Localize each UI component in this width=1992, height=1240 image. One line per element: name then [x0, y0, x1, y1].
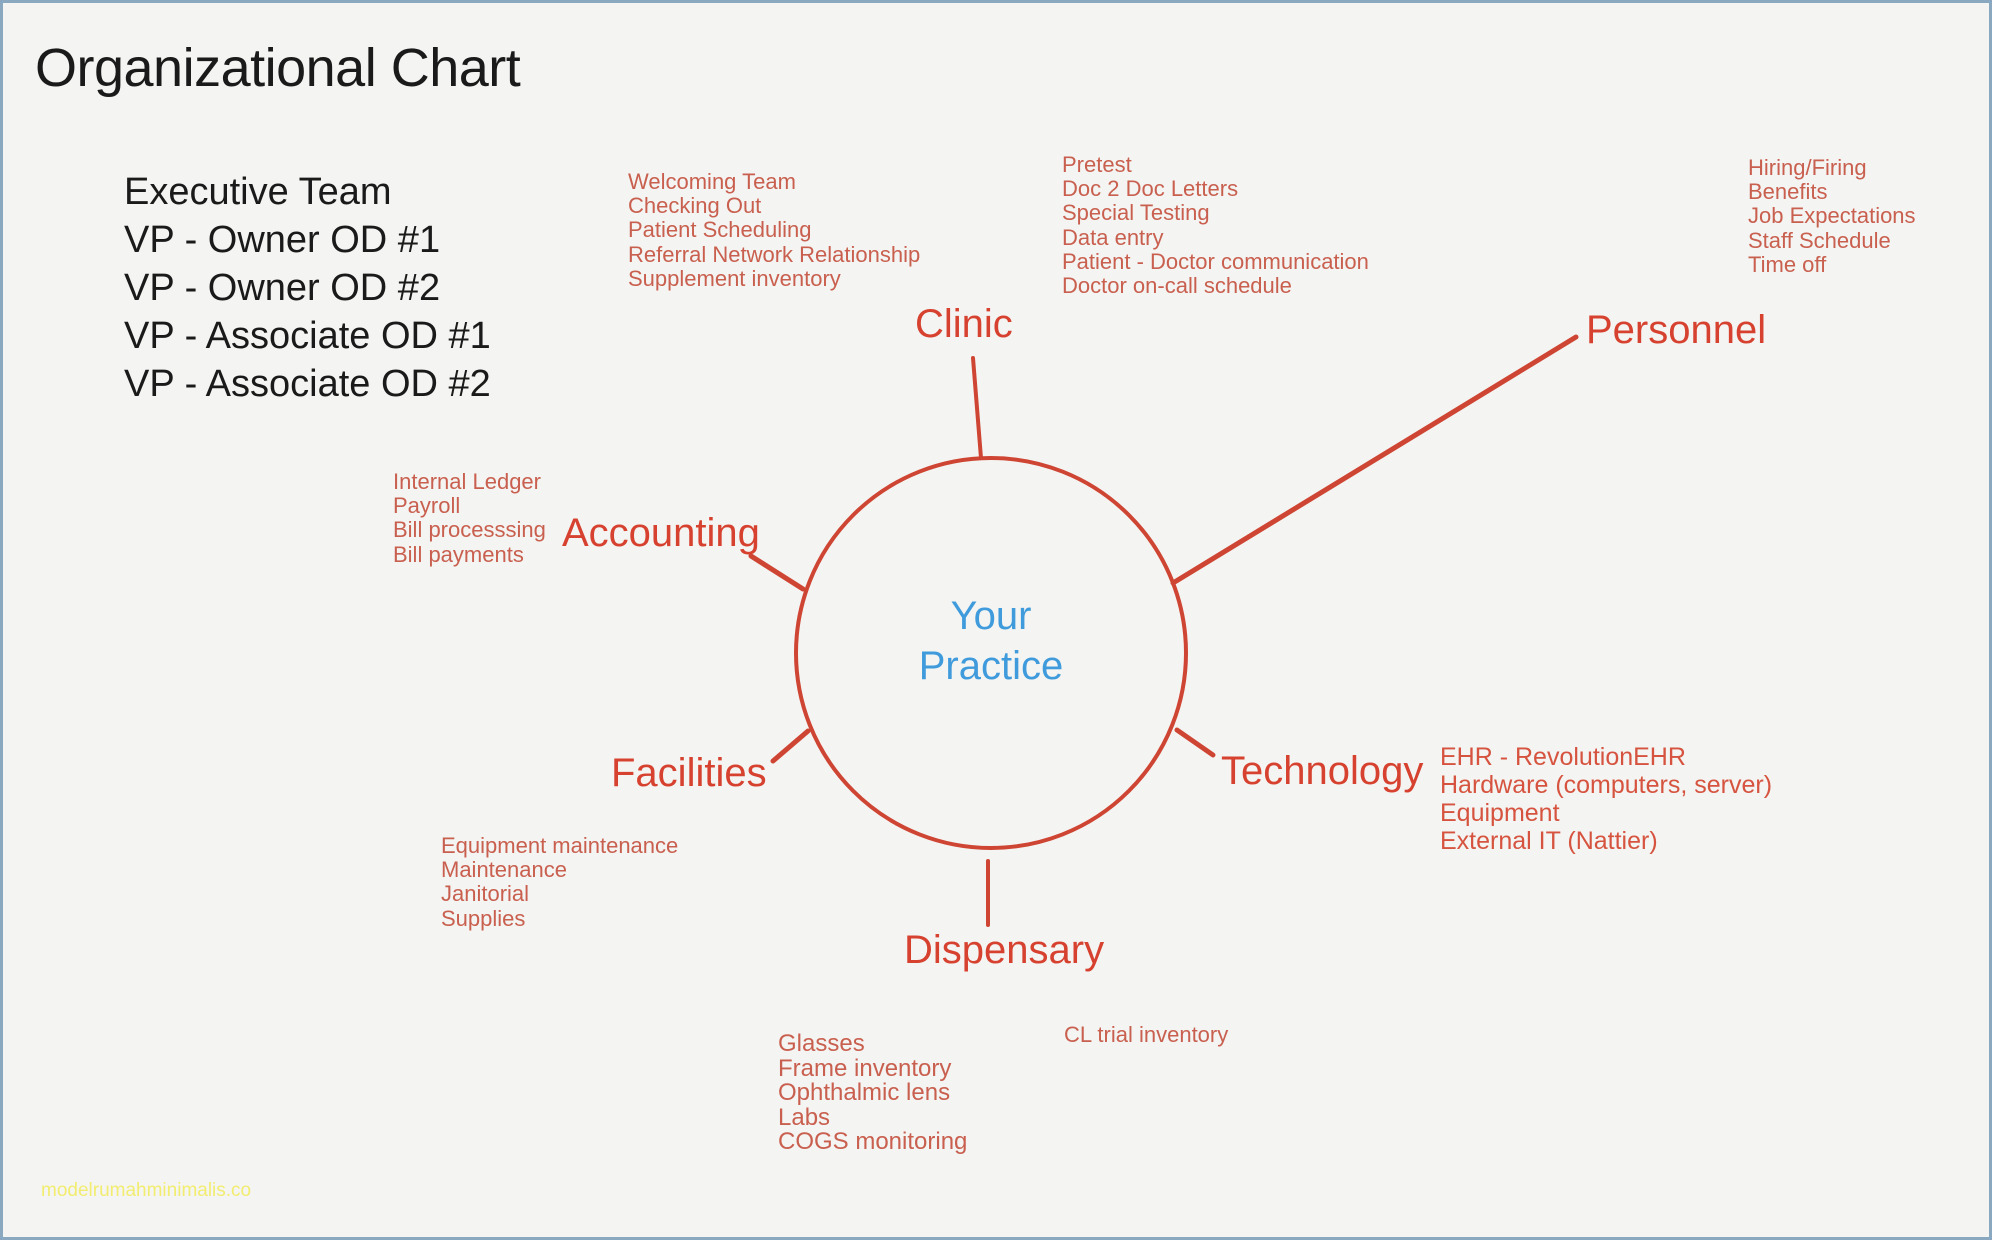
- detail-list-dispensary-secondary: CL trial inventory: [1064, 1022, 1229, 1047]
- detail-item: Supplement inventory: [628, 265, 841, 291]
- detail-item: Bill processsing: [393, 517, 546, 543]
- executive-team-member: VP - Owner OD #1: [124, 219, 441, 261]
- page-title: Organizational Chart: [35, 38, 521, 98]
- detail-list-facilities: Equipment maintenance Maintenance Janito…: [441, 833, 679, 931]
- detail-item: Referral Network Relationship: [628, 241, 921, 267]
- detail-item: Special Testing: [1062, 200, 1210, 226]
- branch-label-facilities[interactable]: Facilities: [611, 751, 767, 795]
- executive-team-member: VP - Owner OD #2: [124, 267, 441, 309]
- executive-team-block: Executive Team VP - Owner OD #1 VP - Own…: [124, 168, 491, 408]
- branch-label-personnel[interactable]: Personnel: [1586, 308, 1767, 352]
- executive-team-member: VP - Associate OD #1: [124, 315, 491, 357]
- detail-item: Data entry: [1062, 224, 1164, 250]
- detail-item: Checking Out: [628, 193, 762, 219]
- branch-label-technology[interactable]: Technology: [1221, 749, 1424, 793]
- branch-label-dispensary[interactable]: Dispensary: [904, 928, 1105, 972]
- detail-item: Patient Scheduling: [628, 217, 812, 243]
- detail-item: Payroll: [393, 493, 461, 519]
- detail-list-dispensary: Glasses Frame inventory Ophthalmic lens …: [778, 1030, 968, 1155]
- detail-item: Hiring/Firing: [1748, 155, 1867, 180]
- connector-personnel: [1170, 334, 1579, 586]
- detail-item: Janitorial: [441, 881, 530, 907]
- diagram-wires: [748, 334, 1579, 927]
- connector-technology: [1174, 727, 1216, 758]
- connector-clinic: [971, 356, 983, 460]
- detail-list-accounting: Internal Ledger Payroll Bill processsing…: [393, 469, 546, 567]
- detail-item: Benefits: [1748, 179, 1828, 205]
- center-node-label: Your Practice: [796, 591, 1186, 691]
- detail-item: Staff Schedule: [1748, 227, 1891, 253]
- center-label-line1: Your: [950, 594, 1032, 638]
- detail-item: EHR - RevolutionEHR: [1440, 743, 1686, 771]
- detail-item: Equipment: [1440, 799, 1560, 827]
- detail-item: Ophthalmic lens: [778, 1079, 951, 1106]
- detail-item: Pretest: [1062, 152, 1132, 177]
- detail-item: Bill payments: [393, 541, 524, 567]
- branch-label-clinic[interactable]: Clinic: [915, 302, 1013, 346]
- detail-item: Hardware (computers, server): [1440, 771, 1773, 799]
- detail-item: Doc 2 Doc Letters: [1062, 176, 1239, 202]
- center-label-line2: Practice: [918, 644, 1064, 688]
- detail-item: Glasses: [778, 1030, 865, 1057]
- detail-list-personnel: Hiring/Firing Benefits Job Expectations …: [1748, 155, 1916, 277]
- detail-item: Job Expectations: [1748, 203, 1916, 229]
- detail-item: Equipment maintenance: [441, 833, 679, 858]
- detail-item: Welcoming Team: [628, 169, 796, 194]
- detail-item: CL trial inventory: [1064, 1022, 1229, 1047]
- detail-list-clinic-secondary: Pretest Doc 2 Doc Letters Special Testin…: [1062, 152, 1369, 299]
- detail-item: Patient - Doctor communication: [1062, 248, 1369, 274]
- detail-item: Supplies: [441, 905, 526, 931]
- detail-item: External IT (Nattier): [1440, 827, 1658, 855]
- detail-item: Maintenance: [441, 857, 567, 883]
- detail-item: Frame inventory: [778, 1054, 952, 1082]
- watermark: modelrumahminimalis.co: [41, 1180, 252, 1201]
- connector-accounting: [748, 553, 806, 592]
- detail-list-technology: EHR - RevolutionEHR Hardware (computers,…: [1440, 743, 1772, 855]
- executive-team-member: VP - Associate OD #2: [124, 363, 491, 405]
- detail-item: Doctor on-call schedule: [1062, 273, 1292, 299]
- detail-item: Time off: [1748, 251, 1827, 277]
- detail-list-clinic: Welcoming Team Checking Out Patient Sche…: [628, 169, 921, 291]
- executive-team-heading: Executive Team: [124, 171, 392, 213]
- detail-item: Labs: [778, 1103, 831, 1131]
- connector-facilities: [770, 728, 811, 764]
- branch-label-accounting[interactable]: Accounting: [562, 511, 760, 555]
- detail-item: COGS monitoring: [778, 1128, 968, 1155]
- center-circle: [794, 456, 1188, 850]
- detail-item: Internal Ledger: [393, 469, 541, 494]
